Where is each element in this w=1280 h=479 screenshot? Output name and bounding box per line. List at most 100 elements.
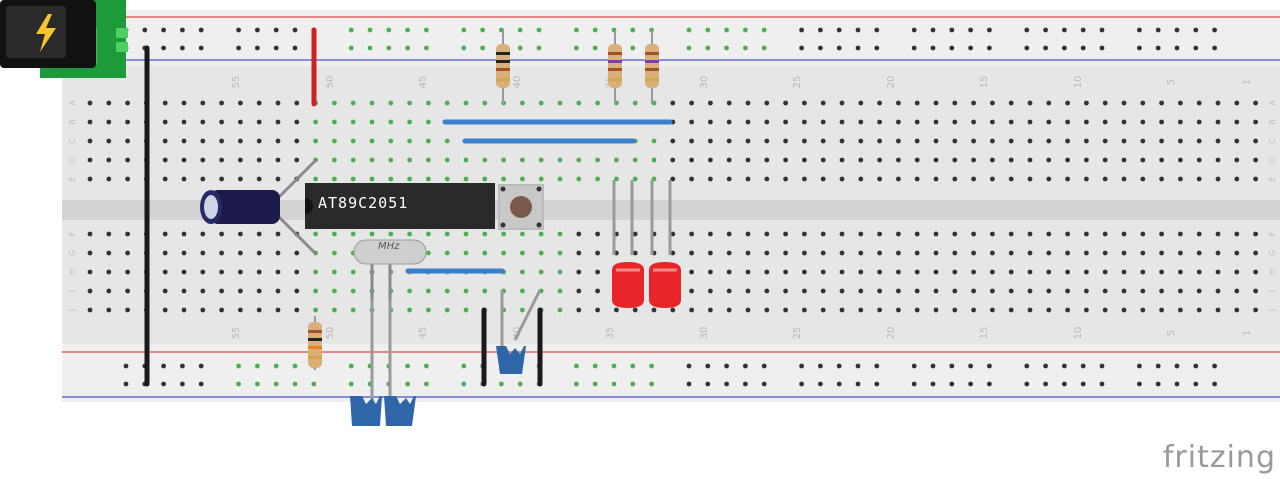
breadboard-hole <box>1253 119 1258 125</box>
breadboard-hole <box>911 45 917 51</box>
breadboard-hole <box>574 45 579 51</box>
breadboard-hole <box>670 307 676 313</box>
breadboard-hole <box>1155 45 1161 51</box>
breadboard-hole <box>802 288 807 294</box>
column-number: 20 <box>886 327 897 340</box>
breadboard-hole <box>1212 381 1217 387</box>
breadboard-hole <box>181 176 187 182</box>
breadboard-hole <box>332 176 337 182</box>
breadboard-hole <box>292 363 298 369</box>
breadboard-hole <box>574 27 579 33</box>
breadboard-hole <box>877 269 882 275</box>
breadboard-hole <box>971 157 976 163</box>
breadboard-hole <box>576 176 582 182</box>
breadboard-hole <box>971 138 976 144</box>
top-power-rail <box>62 10 1280 66</box>
breadboard-hole <box>311 381 317 387</box>
breadboard-hole <box>1193 363 1199 369</box>
column-number: 20 <box>886 76 897 89</box>
row-letter: G <box>1268 250 1277 256</box>
breadboard-hole <box>836 363 842 369</box>
column-number: 40 <box>512 76 523 89</box>
electrolytic-capacitor <box>200 158 318 256</box>
push-button[interactable] <box>498 184 544 230</box>
breadboard-hole <box>444 231 450 237</box>
breadboard-hole <box>574 363 579 369</box>
breadboard-hole <box>200 269 206 275</box>
breadboard-hole <box>802 100 807 106</box>
breadboard-hole <box>238 138 243 144</box>
breadboard-hole <box>1027 250 1033 256</box>
breadboard-hole <box>350 176 356 182</box>
breadboard-hole <box>238 231 243 237</box>
breadboard-hole <box>1234 138 1240 144</box>
breadboard-hole <box>689 288 694 294</box>
breadboard-hole <box>1027 307 1033 313</box>
breadboard-hole <box>463 176 469 182</box>
breadboard-hole <box>1027 269 1033 275</box>
breadboard-hole <box>971 119 976 125</box>
breadboard-hole <box>896 157 901 163</box>
breadboard-hole <box>1137 27 1142 33</box>
breadboard-hole <box>952 288 958 294</box>
breadboard-hole <box>538 250 544 256</box>
column-number: 1 <box>1242 79 1253 85</box>
breadboard-hole <box>743 45 748 51</box>
breadboard-hole <box>275 138 281 144</box>
breadboard-hole <box>1253 100 1258 106</box>
breadboard-hole <box>1043 45 1048 51</box>
breadboard-hole <box>236 381 242 387</box>
breadboard-hole <box>745 157 751 163</box>
led-2 <box>649 180 681 308</box>
breadboard-hole <box>294 250 300 256</box>
breadboard-hole <box>1084 138 1089 144</box>
breadboard-hole <box>686 381 692 387</box>
breadboard-hole <box>686 27 692 33</box>
breadboard-hole <box>255 27 260 33</box>
breadboard-hole <box>1046 157 1052 163</box>
breadboard-hole <box>1024 381 1030 387</box>
breadboard-hole <box>689 176 694 182</box>
breadboard-hole <box>1174 363 1180 369</box>
breadboard-hole <box>726 100 732 106</box>
breadboard-hole <box>1215 231 1221 237</box>
breadboard-hole <box>1046 250 1052 256</box>
breadboard-hole <box>971 288 976 294</box>
breadboard-hole <box>294 307 300 313</box>
breadboard-hole <box>125 288 130 294</box>
breadboard-hole <box>896 138 901 144</box>
breadboard-hole <box>1065 307 1070 313</box>
breadboard-hole <box>313 288 318 294</box>
breadboard-hole <box>463 100 469 106</box>
breadboard-hole <box>689 119 694 125</box>
breadboard-hole <box>1140 100 1146 106</box>
breadboard-hole <box>106 307 112 313</box>
breadboard-hole <box>200 231 206 237</box>
breadboard-hole <box>405 381 410 387</box>
breadboard-hole <box>1065 288 1070 294</box>
breadboard-hole <box>106 157 112 163</box>
breadboard-hole <box>332 307 337 313</box>
breadboard-hole <box>705 363 711 369</box>
breadboard-labels: 5555505045454040353530302525202015151010… <box>68 76 1277 340</box>
breadboard-hole <box>275 119 281 125</box>
breadboard-hole <box>332 100 337 106</box>
breadboard-hole <box>1065 250 1070 256</box>
breadboard-hole <box>1027 138 1033 144</box>
breadboard-hole <box>426 119 431 125</box>
resistor-top-1 <box>496 30 510 104</box>
breadboard-hole <box>1253 250 1258 256</box>
breadboard-hole <box>557 250 563 256</box>
breadboard-hole <box>1027 231 1033 237</box>
breadboard-hole <box>463 157 469 163</box>
breadboard-hole <box>708 269 713 275</box>
breadboard-hole <box>424 381 429 387</box>
breadboard-hole <box>501 250 506 256</box>
breadboard-hole <box>238 307 243 313</box>
breadboard-hole <box>896 119 901 125</box>
breadboard-hole <box>764 138 770 144</box>
breadboard-hole <box>1080 27 1086 33</box>
column-number: 35 <box>605 327 616 340</box>
breadboard-hole <box>990 250 995 256</box>
